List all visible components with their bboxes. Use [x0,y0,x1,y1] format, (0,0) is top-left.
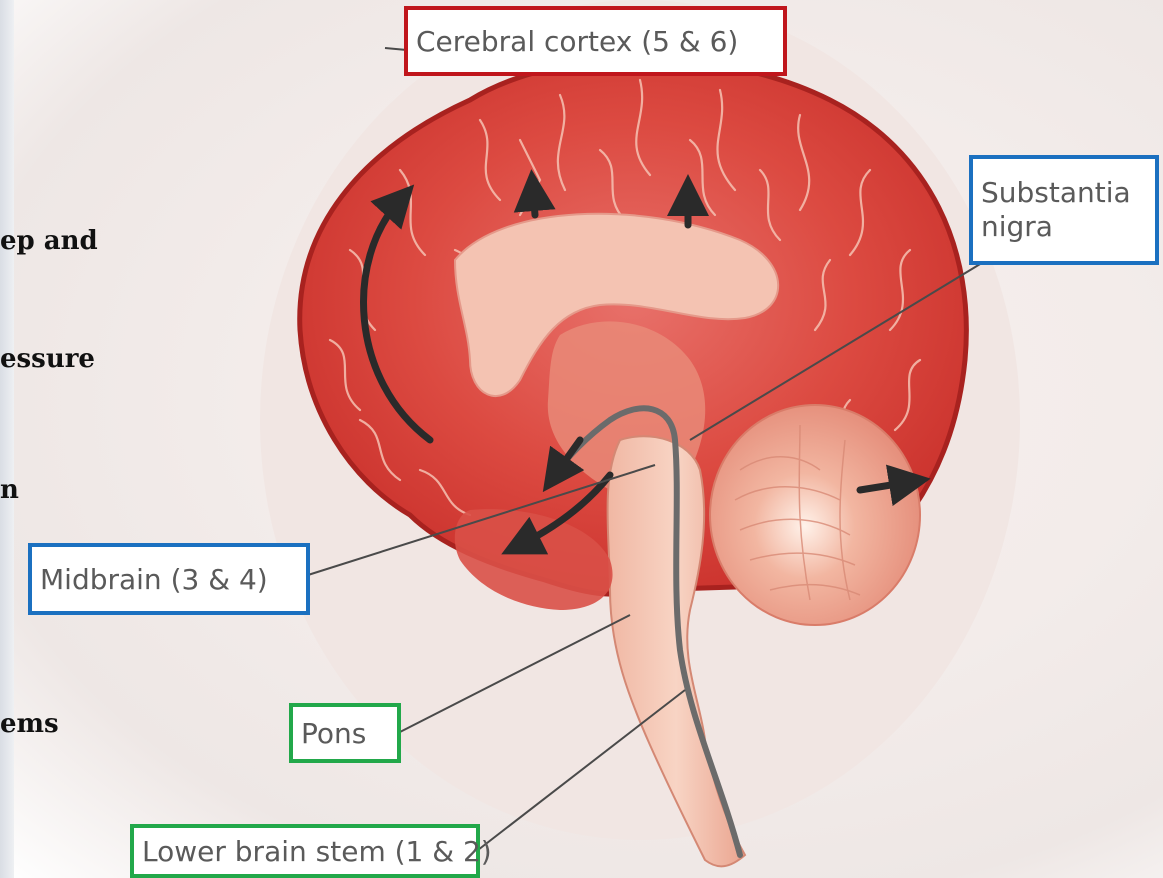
substantia-nigra-text-line-2: nigra [981,210,1053,244]
cerebellum [710,405,920,625]
cerebral-cortex-label: Cerebral cortex (5 & 6) [404,6,787,76]
lower-brain-stem-label: Lower brain stem (1 & 2) [130,824,480,878]
substantia-nigra-label: Substantia nigra [969,155,1159,265]
lower-brain-stem-text: Lower brain stem (1 & 2) [142,835,492,868]
pons-label: Pons [289,703,401,763]
midbrain-text: Midbrain (3 & 4) [40,563,268,596]
cerebral-cortex-text: Cerebral cortex (5 & 6) [416,25,738,58]
midbrain-label: Midbrain (3 & 4) [28,543,310,615]
pons-text: Pons [301,717,366,750]
substantia-nigra-text-line-1: Substantia [981,176,1131,210]
